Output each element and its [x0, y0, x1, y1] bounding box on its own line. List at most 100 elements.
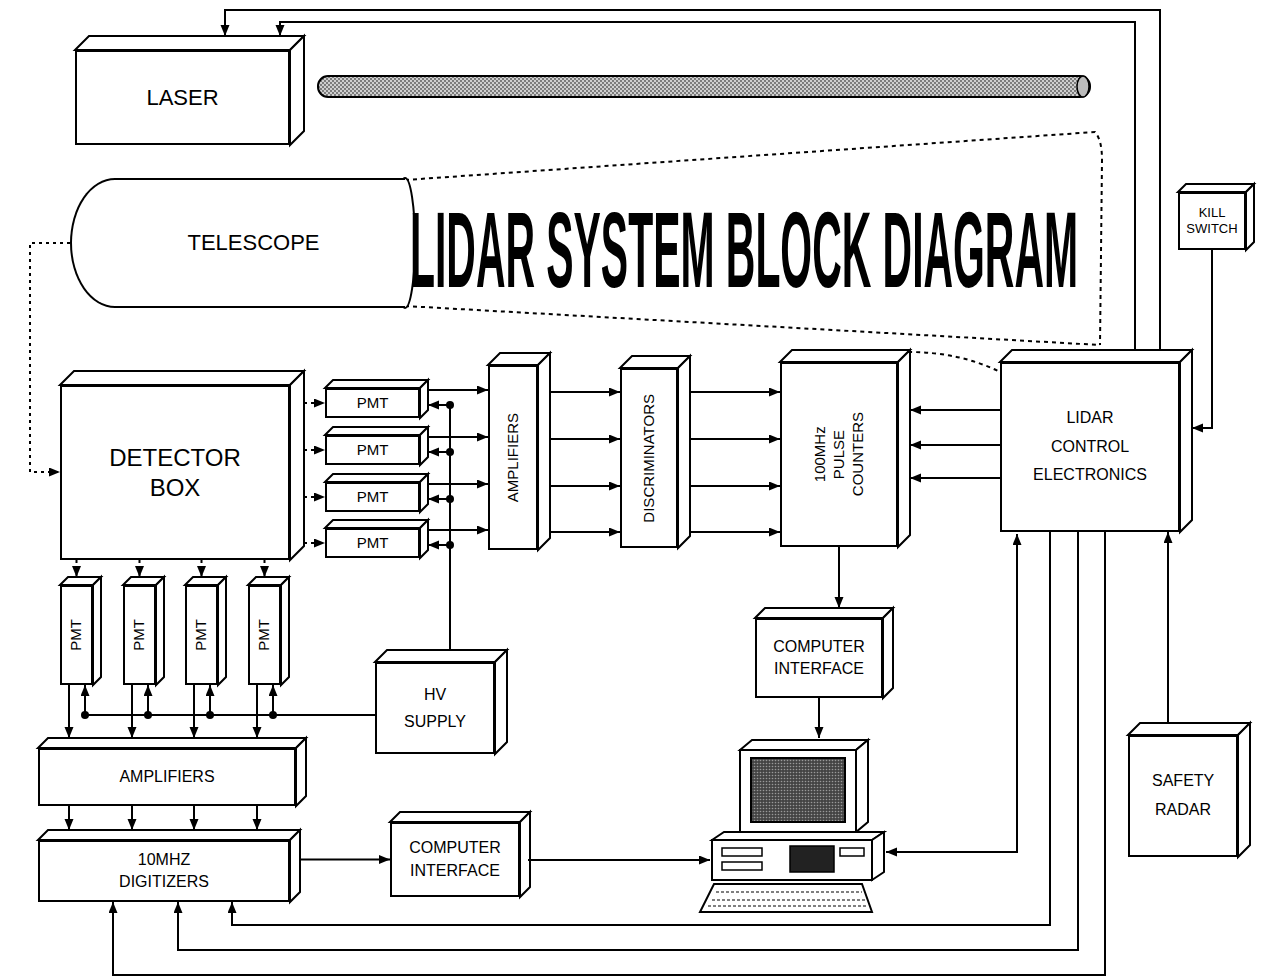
- block-label: PMT: [357, 488, 389, 507]
- signal-wire: [148, 685, 375, 715]
- box-side-face: [281, 577, 289, 685]
- block-label: PMT: [357, 394, 389, 413]
- box-top-face: [1178, 184, 1254, 192]
- box-side-face: [156, 577, 164, 685]
- box-side-face: [495, 650, 507, 754]
- signal-wire: [68, 806, 70, 830]
- amplifier-bank: AMPLIFIERS: [38, 748, 296, 806]
- signal-wire: [550, 391, 620, 393]
- kill-switch-box: KILL SWITCH: [1178, 192, 1246, 250]
- optical-path: [304, 402, 325, 404]
- box-side-face: [296, 738, 306, 806]
- box-side-face: [420, 474, 428, 512]
- control-electronics-box: LIDAR CONTROL ELECTRONICS: [1000, 362, 1180, 532]
- block-label: PMT: [255, 619, 274, 651]
- box-side-face: [538, 353, 550, 550]
- pmt-box: PMT: [248, 585, 281, 685]
- signal-wire: [550, 438, 620, 440]
- box-side-face: [520, 812, 530, 897]
- box-side-face: [1246, 184, 1254, 250]
- title-text: LIDAR SYSTEM BLOCK DIAGRAM: [410, 196, 1078, 304]
- interface-computer-link: [818, 698, 820, 738]
- signal-wire: [428, 499, 450, 650]
- block-label: PMT: [357, 534, 389, 553]
- laser-box: LASER: [75, 50, 290, 145]
- disk-drive: [722, 862, 762, 870]
- box-depth-faces: [38, 36, 1254, 902]
- detector-box: DETECTOR BOX: [60, 385, 290, 560]
- signal-wire: [232, 532, 1050, 925]
- junction-dot: [446, 401, 454, 409]
- box-top-face: [375, 650, 507, 662]
- optical-path: [304, 449, 325, 451]
- block-label: LIDAR CONTROL ELECTRONICS: [1033, 404, 1147, 490]
- block-label: 10MHZ DIGITIZERS: [119, 849, 209, 894]
- base-top: [712, 832, 884, 840]
- junction-dot: [446, 541, 454, 549]
- computer-base: [712, 840, 872, 880]
- pmt-box: PMT: [325, 388, 420, 418]
- junction-dot: [81, 711, 89, 719]
- signal-wire: [85, 685, 375, 715]
- signal-wire: [273, 685, 375, 715]
- block-label: PMT: [357, 441, 389, 460]
- block-label: LASER: [146, 84, 218, 112]
- box-side-face: [420, 427, 428, 465]
- box-top-face: [325, 427, 428, 435]
- beam-end: [1077, 76, 1089, 97]
- base-side: [872, 832, 884, 880]
- pmt-box: PMT: [325, 528, 420, 558]
- box-top-face: [1000, 350, 1192, 362]
- computer-interface-box: COMPUTER INTERFACE: [755, 618, 883, 698]
- box-side-face: [1180, 350, 1192, 532]
- signal-wire: [300, 859, 390, 861]
- signal-wire: [178, 532, 1078, 950]
- block-label: DETECTOR BOX: [109, 443, 241, 503]
- monitor: [740, 750, 856, 832]
- pmt-box: PMT: [60, 585, 93, 685]
- block-label: DISCRIMINATORS: [640, 394, 659, 523]
- signal-wire: [838, 547, 840, 608]
- box-side-face: [290, 830, 300, 902]
- digitizer-box: 10MHZ DIGITIZERS: [38, 840, 290, 902]
- signal-wire: [550, 531, 620, 533]
- signal-wire: [910, 444, 1000, 446]
- telescope-tube: TELESCOPE: [70, 178, 405, 308]
- pmt-box: PMT: [185, 585, 218, 685]
- box-side-face: [678, 356, 690, 548]
- block-label: TELESCOPE: [187, 229, 319, 257]
- signal-wire: [428, 483, 488, 485]
- signal-wire: [256, 806, 258, 830]
- computer-wires: [528, 534, 1017, 860]
- laser-beam: [318, 76, 1090, 97]
- box-top-face: [325, 380, 428, 388]
- signal-wire: [690, 485, 780, 487]
- keyboard-keys: [708, 892, 868, 906]
- signal-wire: [193, 806, 195, 830]
- signal-wire: [910, 409, 1000, 411]
- signal-wire: [690, 531, 780, 533]
- signal-wire: [690, 391, 780, 393]
- signal-wire: [428, 436, 488, 438]
- optical-path: [139, 560, 141, 577]
- block-label: COMPUTER INTERFACE: [409, 837, 501, 882]
- disk-drive: [840, 848, 864, 856]
- signal-wire: [690, 438, 780, 440]
- signal-wire: [131, 685, 133, 738]
- discriminator-bank: DISCRIMINATORS: [620, 368, 678, 548]
- junction-dot: [269, 711, 277, 719]
- block-label: HV SUPPLY: [404, 681, 466, 735]
- box-top-face: [1128, 723, 1250, 735]
- cone-upper-edge: [405, 132, 1102, 345]
- signal-wire: [428, 545, 450, 650]
- pmt-box: PMT: [123, 585, 156, 685]
- junction-dot: [144, 711, 152, 719]
- signal-wire: [68, 685, 70, 738]
- box-top-face: [755, 608, 893, 618]
- computer-interface-box: COMPUTER INTERFACE: [390, 822, 520, 897]
- box-top-face: [60, 371, 304, 385]
- box-top-face: [780, 350, 910, 362]
- optical-path: [76, 560, 78, 577]
- signal-wire: [428, 405, 450, 650]
- box-top-face: [75, 36, 304, 50]
